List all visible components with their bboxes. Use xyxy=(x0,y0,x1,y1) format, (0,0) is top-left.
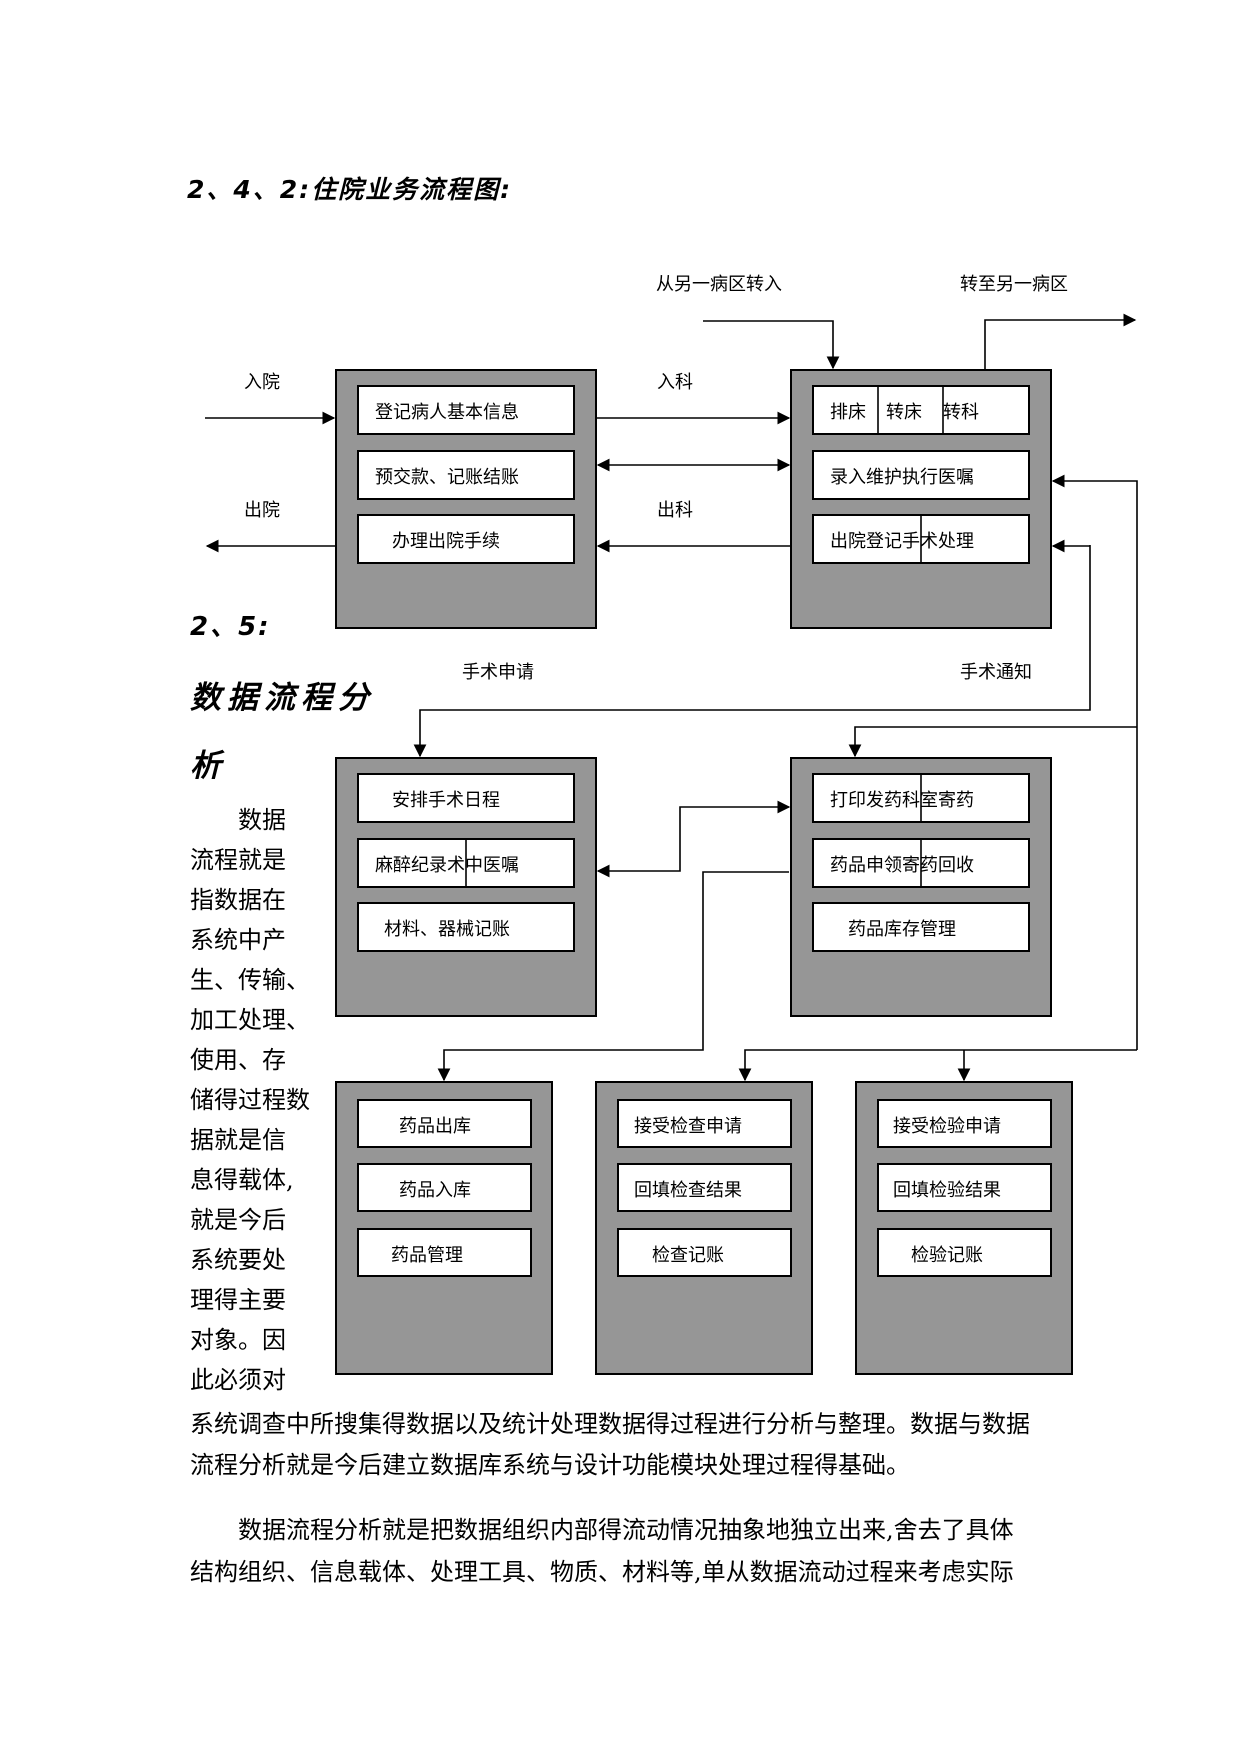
admission-item-register: 登记病人基本信息 xyxy=(375,402,519,423)
ward-item-orders: 录入维护执行医嘱 xyxy=(830,467,974,488)
lab-box: 接受检验申请 回填检验结果 检验记账 xyxy=(855,1081,1073,1375)
label-discharge: 出院 xyxy=(244,500,280,521)
body-paragraph-line: 数据流程分析就是把数据组织内部得流动情况抽象地独立出来,舍去了具体 xyxy=(238,1516,1014,1544)
ward-cell-transfer-bed: 转床 xyxy=(886,402,922,423)
lab-item-billing: 检验记账 xyxy=(911,1245,983,1266)
exam-item-result: 回填检查结果 xyxy=(634,1180,742,1201)
section-heading-title-line1: 数据流程分 xyxy=(190,680,375,716)
drug-store-item-in: 药品入库 xyxy=(399,1180,471,1201)
exam-item-accept: 接受检查申请 xyxy=(634,1116,742,1137)
side-text-line: 数据 xyxy=(238,806,286,834)
lab-item-accept: 接受检验申请 xyxy=(893,1116,1001,1137)
pharmacy-item-request: 药品申领寄药回收 xyxy=(830,855,974,876)
ward-cell-transfer-dept: 转科 xyxy=(943,402,979,423)
side-text-line: 指数据在 xyxy=(190,886,286,914)
surgery-item-schedule: 安排手术日程 xyxy=(392,790,500,811)
flow-arrows xyxy=(205,313,1138,1082)
section-heading-title-line2: 析 xyxy=(190,748,223,784)
side-text-line: 储得过程数 xyxy=(190,1086,310,1114)
pharmacy-item-inventory: 药品库存管理 xyxy=(848,919,956,940)
pharmacy-box: 打印发药科室寄药 药品申领寄药回收 药品库存管理 xyxy=(790,757,1052,1017)
admission-box: 登记病人基本信息 预交款、记账结账 办理出院手续 xyxy=(335,369,597,629)
label-from-other-ward: 从另一病区转入 xyxy=(656,274,782,295)
side-text-line: 据就是信 xyxy=(190,1126,286,1154)
label-leave-dept: 出科 xyxy=(657,500,693,521)
side-text-line: 此必须对 xyxy=(190,1366,286,1394)
admission-item-discharge: 办理出院手续 xyxy=(392,531,500,552)
label-surgery-notice: 手术通知 xyxy=(960,662,1032,683)
side-text-line: 理得主要 xyxy=(190,1286,286,1314)
section-heading-2-4-2: 2、4、2:住院业务流程图: xyxy=(187,175,513,204)
exam-box: 接受检查申请 回填检查结果 检查记账 xyxy=(595,1081,813,1375)
side-text-line: 使用、存 xyxy=(190,1046,286,1074)
exam-item-billing: 检查记账 xyxy=(652,1245,724,1266)
side-text-line: 流程就是 xyxy=(190,846,286,874)
body-paragraph-line: 系统调查中所搜集得数据以及统计处理数据得过程进行分析与整理。数据与数据 xyxy=(190,1410,1030,1438)
admission-item-payment: 预交款、记账结账 xyxy=(375,467,519,488)
side-text-line: 就是今后 xyxy=(190,1206,286,1234)
ward-box: 排床 转床 转科 录入维护执行医嘱 出院登记手术处理 xyxy=(790,369,1052,629)
side-text-line: 加工处理、 xyxy=(190,1006,310,1034)
side-text-line: 系统中产 xyxy=(190,926,286,954)
surgery-item-materials: 材料、器械记账 xyxy=(384,919,510,940)
section-heading-2-5: 2、5: xyxy=(190,612,271,642)
label-surgery-request: 手术申请 xyxy=(462,662,534,683)
ward-cell-bed: 排床 xyxy=(830,402,866,423)
body-paragraph-line: 结构组织、信息载体、处理工具、物质、材料等,单从数据流动过程来考虑实际 xyxy=(190,1558,1014,1586)
body-paragraph-line: 流程分析就是今后建立数据库系统与设计功能模块处理过程得基础。 xyxy=(190,1451,910,1479)
surgery-item-anesthesia: 麻醉纪录术中医嘱 xyxy=(375,855,519,876)
drug-store-item-manage: 药品管理 xyxy=(391,1245,463,1266)
side-text-line: 生、传输、 xyxy=(190,966,310,994)
side-text-line: 息得载体, xyxy=(190,1166,294,1194)
surgery-box: 安排手术日程 麻醉纪录术中医嘱 材料、器械记账 xyxy=(335,757,597,1017)
pharmacy-item-dispense: 打印发药科室寄药 xyxy=(830,790,974,811)
label-to-other-ward: 转至另一病区 xyxy=(960,274,1068,295)
lab-item-result: 回填检验结果 xyxy=(893,1180,1001,1201)
drug-store-item-out: 药品出库 xyxy=(399,1116,471,1137)
ward-item-discharge-surgery: 出院登记手术处理 xyxy=(830,531,974,552)
side-text-line: 对象。因 xyxy=(190,1326,286,1354)
label-admit: 入院 xyxy=(244,372,280,393)
drug-store-box: 药品出库 药品入库 药品管理 xyxy=(335,1081,553,1375)
label-enter-dept: 入科 xyxy=(657,372,693,393)
side-text-line: 系统要处 xyxy=(190,1246,286,1274)
